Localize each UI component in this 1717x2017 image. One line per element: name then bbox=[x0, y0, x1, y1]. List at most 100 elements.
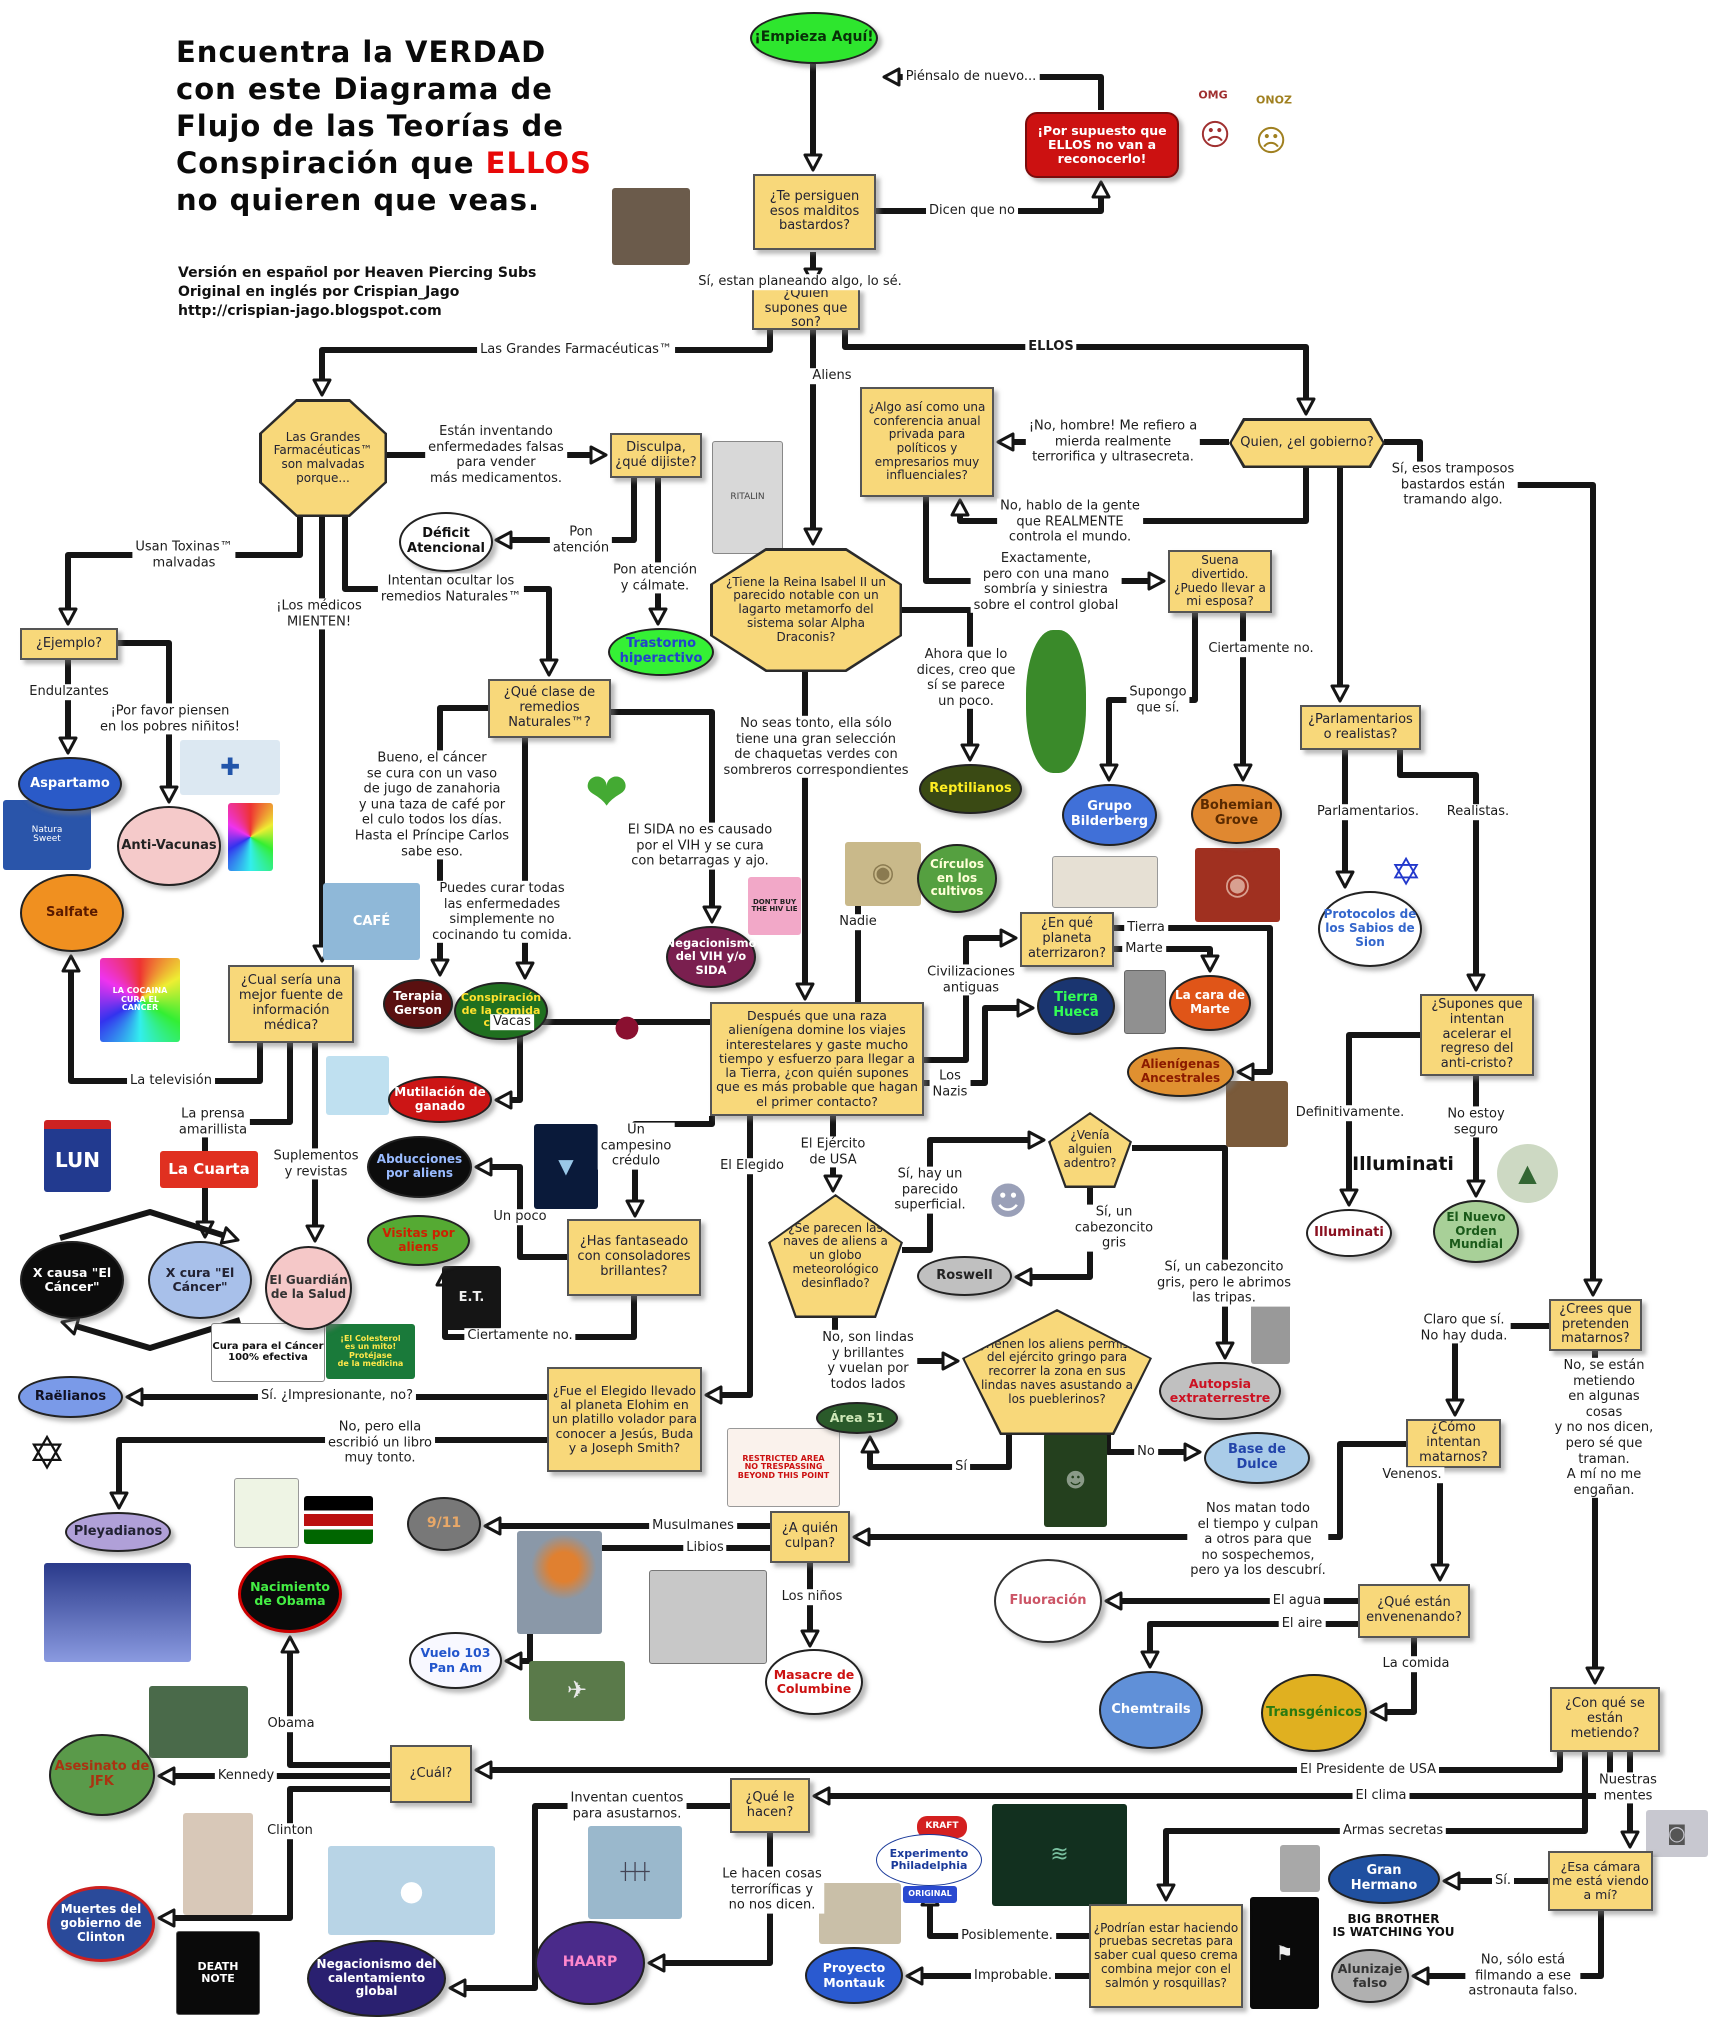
ejercito-usa-label: El Ejército de USA bbox=[797, 1136, 869, 1168]
nadie-label: Nadie bbox=[836, 914, 880, 930]
wtc-photo-image bbox=[517, 1531, 602, 1634]
conferencia-anual-label: ¿Algo así como una conferencia anual pri… bbox=[868, 399, 986, 483]
que-envenenando-label: ¿Qué están envenenando? bbox=[1366, 1595, 1462, 1625]
clinton-label: Clinton bbox=[264, 1823, 316, 1839]
prensa-amarillista-label: La prensa amarillista bbox=[175, 1106, 251, 1138]
illuminati-node: Illuminati bbox=[1306, 1209, 1392, 1257]
podrian-pruebas-label: ¿Podrían estar haciendo pruebas secretas… bbox=[1093, 1920, 1239, 1990]
abrimos-tripas-label: Sí, un cabezoncito gris, pero le abrimos… bbox=[1154, 1259, 1294, 1307]
vuelo-103-label: Vuelo 103 Pan Am bbox=[420, 1645, 491, 1675]
no-dulce-label: No bbox=[1134, 1444, 1158, 1460]
los-ninos-label: Los niños bbox=[778, 1589, 846, 1605]
campesino-label: Un campesino crédulo bbox=[597, 1122, 675, 1170]
fuente-medica-label: ¿Cual sería una mejor fuente de informac… bbox=[238, 973, 344, 1033]
nuevo-orden-mundial-label: El Nuevo Orden Mundial bbox=[1446, 1209, 1506, 1252]
consoladores-node: ¿Has fantaseado con consoladores brillan… bbox=[567, 1219, 701, 1296]
ocultar-remedios-label: Intentan ocultar los remedios Naturales™ bbox=[377, 573, 525, 605]
sweetener-packets-caption: Natura Sweet bbox=[31, 824, 63, 844]
experimento-philadelphia-image: Experimento Philadelphia bbox=[876, 1834, 982, 1886]
area-51-label: Área 51 bbox=[829, 1409, 885, 1425]
como-matarnos-label: ¿Cómo intentan matarnos? bbox=[1419, 1420, 1488, 1465]
haarp-label: HAARP bbox=[562, 1954, 618, 1971]
haarp-antennas-image: ┼┼┼ bbox=[588, 1826, 682, 1919]
colesterol-mito-image: ¡El Colesterol es un mito! Protéjase de … bbox=[326, 1324, 415, 1379]
jfk-car-photo-image bbox=[149, 1686, 248, 1758]
un-poco-label: Un poco bbox=[490, 1209, 550, 1225]
nacimiento-obama-node: Nacimiento de Obama bbox=[238, 1555, 342, 1633]
guardian-salud-node: El Guardián de la Salud bbox=[265, 1246, 352, 1330]
abducciones-node: Abducciones por aliens bbox=[367, 1136, 472, 1198]
raelian-star-image: ✡ bbox=[16, 1419, 78, 1487]
que-le-hacen-label: ¿Qué le hacen? bbox=[745, 1789, 795, 1820]
nos-matan-label: Nos matan todo el tiempo y culpan a otro… bbox=[1187, 1501, 1329, 1579]
illuminati-ambigram-caption: Illuminati bbox=[1352, 1153, 1454, 1176]
veggie-heart-image: ❤ bbox=[558, 746, 655, 841]
mars-face-photo-image bbox=[1124, 970, 1166, 1034]
disculpa-node: Disculpa, ¿qué dijiste? bbox=[610, 433, 702, 478]
suplementos-label: Suplementos y revistas bbox=[270, 1148, 362, 1180]
improbable-label: Improbable. bbox=[971, 1968, 1055, 1984]
gray-alien-glyph: ☻ bbox=[988, 1179, 1028, 1224]
consoladores-label: ¿Has fantaseado con consoladores brillan… bbox=[577, 1234, 691, 1279]
alunizaje-falso-label: Alunizaje falso bbox=[1337, 1960, 1403, 1990]
credit-translation: Versión en español por Heaven Piercing S… bbox=[178, 265, 537, 281]
primer-contacto-label: Después que una raza alienígena domine l… bbox=[716, 1008, 918, 1109]
experimento-philadelphia-caption: Experimento Philadelphia bbox=[889, 1847, 969, 1872]
start-label: ¡Empieza Aquí! bbox=[754, 29, 874, 46]
dicen-que-no-label: Dicen que no bbox=[926, 203, 1018, 219]
reptilian-figure-image bbox=[1026, 630, 1086, 773]
negacionismo-calentamiento-node: Negacionismo del calentamiento global bbox=[307, 1940, 446, 2017]
start-node: ¡Empieza Aquí! bbox=[750, 12, 878, 64]
crop-circle-photo-glyph: ◉ bbox=[871, 858, 895, 889]
bohemian-grove-label: Bohemian Grove bbox=[1200, 798, 1273, 828]
big-brother-text-image: BIG BROTHER IS WATCHING YOU bbox=[1327, 1901, 1460, 1951]
protocolos-sion-node: Protocolos de los Sabios de Sion bbox=[1318, 891, 1422, 967]
alien-in-bushes-glyph: ☻ bbox=[1065, 1467, 1086, 1492]
hiv-lie-sign-caption: DON'T BUY THE HIV LIE bbox=[751, 897, 798, 913]
medicos-mienten-label: ¡Los médicos MIENTEN! bbox=[273, 598, 365, 630]
chart-title: Encuentra la VERDAD con este Diagrama de… bbox=[176, 34, 592, 219]
endulzantes-label: Endulzantes bbox=[26, 684, 112, 700]
venenos-label: Venenos. bbox=[1379, 1467, 1445, 1483]
si-camara-label: Sí. bbox=[1492, 1873, 1514, 1889]
te-persiguen-label: ¿Te persiguen esos malditos bastardos? bbox=[769, 188, 860, 234]
x-cura-cancer-node: X cura "El Cáncer" bbox=[148, 1241, 252, 1319]
quien-supones-label: ¿Quién supones que son? bbox=[764, 285, 848, 331]
restricted-sign-image: RESTRICTED AREA NO TRESPASSING BEYOND TH… bbox=[727, 1428, 840, 1507]
libro-tonto-label: No, pero ella escribió un libro muy tont… bbox=[325, 1419, 435, 1467]
parlamentarios-realistas-label: ¿Parlamentarios o realistas? bbox=[1308, 711, 1413, 742]
permiso-ejercito-label: ¿Tienen los aliens permiso del ejército … bbox=[977, 1336, 1137, 1406]
cocaina-meme-caption: LA COCAINA CURA EL CANCER bbox=[112, 986, 168, 1013]
base-dulce-node: Base de Dulce bbox=[1204, 1432, 1310, 1484]
crop-circle-photo-image: ◉ bbox=[845, 842, 921, 906]
death-note-image: DEATH NOTE bbox=[176, 1931, 260, 2015]
restricted-sign-caption: RESTRICTED AREA NO TRESPASSING BEYOND TH… bbox=[737, 1453, 830, 1480]
base-dulce-label: Base de Dulce bbox=[1228, 1442, 1286, 1472]
farma-malvadas-label: Las Grandes Farmacéuticas™ son malvadas … bbox=[273, 429, 373, 485]
onoz-label: ONOZ bbox=[1256, 93, 1292, 107]
pleiadian-woman-image bbox=[44, 1563, 191, 1662]
cocaina-meme-image: LA COCAINA CURA EL CANCER bbox=[100, 958, 180, 1042]
la-cuarta-logo-caption: La Cuarta bbox=[168, 1159, 250, 1178]
reptilianos-node: Reptilianos bbox=[919, 764, 1022, 814]
claro-que-si-label: Claro que sí. No hay duda. bbox=[1417, 1312, 1511, 1344]
en-que-planeta-node: ¿En qué planeta aterrizaron? bbox=[1020, 912, 1114, 967]
star-of-david-glyph: ✡ bbox=[1390, 850, 1422, 895]
pleyadianos-node: Pleyadianos bbox=[65, 1512, 171, 1552]
parlamentarios-label: Parlamentarios. bbox=[1314, 804, 1422, 820]
original-tag-caption: ORIGINAL bbox=[908, 1889, 952, 1899]
elegido-elohim-node: ¿Fue el Elegido llevado al planeta Elohi… bbox=[547, 1367, 702, 1472]
reina-isabel-node: ¿Tiene la Reina Isabel II un parecido no… bbox=[710, 548, 902, 672]
ritalin-bottle-caption: RITALIN bbox=[730, 491, 765, 502]
pobres-ninitos-label: ¡Por favor piensen en los pobres niñitos… bbox=[97, 703, 243, 735]
et-photo-image: E.T. bbox=[442, 1266, 501, 1330]
big-brother-text-caption: BIG BROTHER IS WATCHING YOU bbox=[1332, 1912, 1455, 1939]
no-reconocerlo-label: ¡Por supuesto que ELLOS no van a reconoc… bbox=[1037, 122, 1167, 167]
quien-gobierno-label: Quien, ¿el gobierno? bbox=[1240, 434, 1374, 450]
syringe-glyph: ✚ bbox=[219, 752, 241, 781]
ahora-que-lo-dices-label: Ahora que lo dices, creo que sí se parec… bbox=[913, 646, 1019, 710]
cual-node: ¿Cuál? bbox=[390, 1745, 472, 1803]
illuminati-ambigram-image: Illuminati bbox=[1352, 1146, 1454, 1184]
parecido-superficial-label: Sí, hay un parecido superficial. bbox=[891, 1166, 969, 1214]
